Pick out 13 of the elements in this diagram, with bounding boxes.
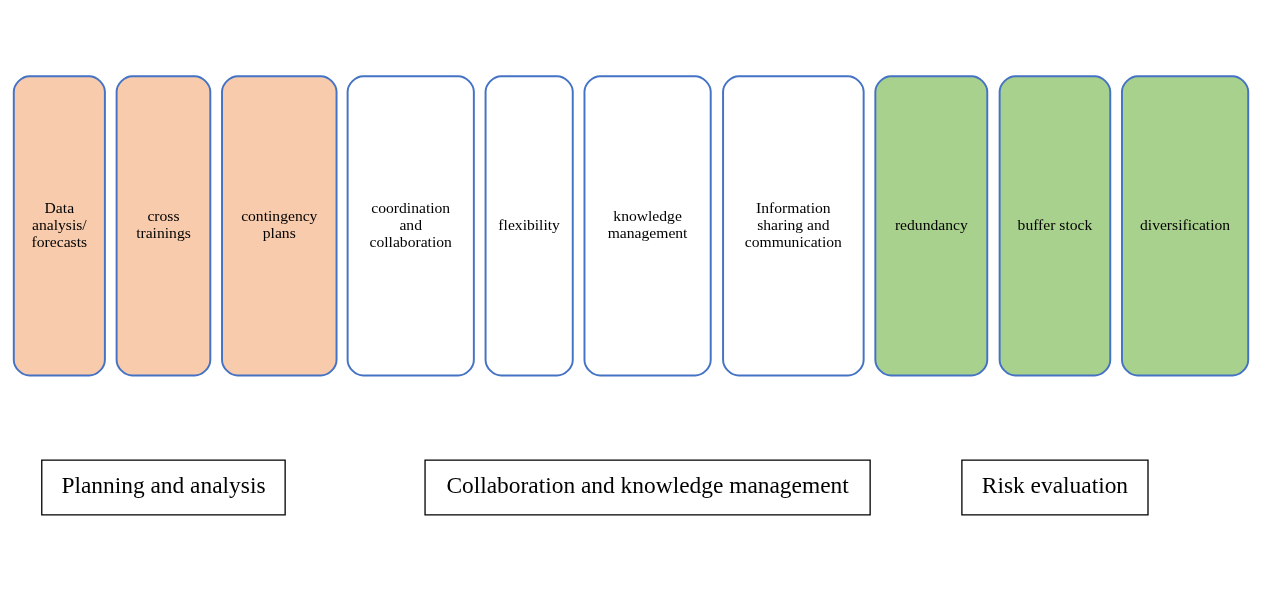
node-box: buffer stock: [998, 74, 1112, 376]
node-box: redundancy: [874, 74, 989, 376]
node-box: Information sharing and communication: [722, 74, 865, 376]
node-box: Collaboration and knowledge management: [424, 459, 871, 515]
node-box: flexibility: [484, 74, 574, 376]
node-box: Risk evaluation: [961, 459, 1149, 515]
node-box: coordination and collaboration: [346, 74, 475, 376]
node-box: Data analysis/ forecasts: [12, 74, 106, 376]
node-box: cross trainings: [115, 74, 212, 376]
node-box: contingency plans: [221, 74, 338, 376]
node-box: diversification: [1121, 74, 1250, 376]
node-box: knowledge management: [583, 74, 712, 376]
node-box: Planning and analysis: [41, 459, 286, 515]
